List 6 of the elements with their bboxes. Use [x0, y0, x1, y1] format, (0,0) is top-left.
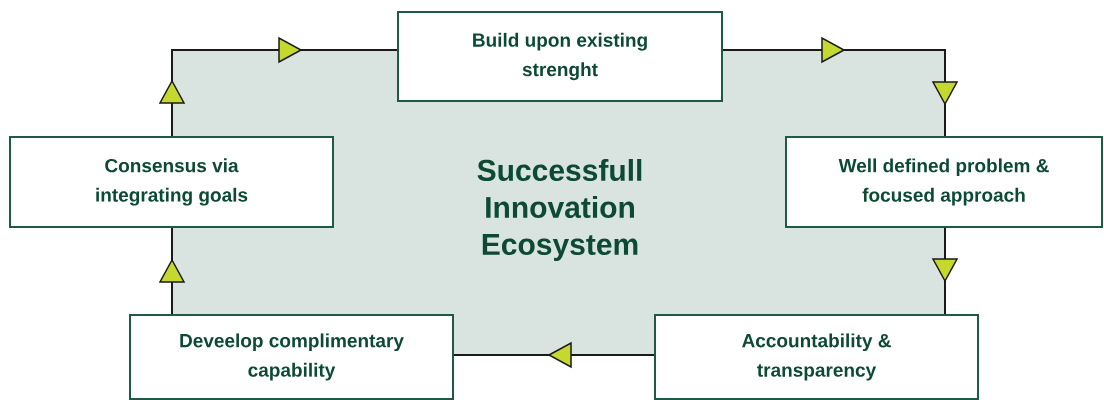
step-box: Accountability & transparency — [654, 314, 979, 400]
step-box: Build upon existing strenght — [397, 11, 723, 102]
step-box: Consensus via integrating goals — [9, 136, 334, 228]
center-title: Successfull Innovation Ecosystem — [477, 159, 642, 261]
step-box: Well defined problem & focused approach — [785, 136, 1103, 228]
step-box: Deveelop complimentary capability — [129, 314, 454, 400]
